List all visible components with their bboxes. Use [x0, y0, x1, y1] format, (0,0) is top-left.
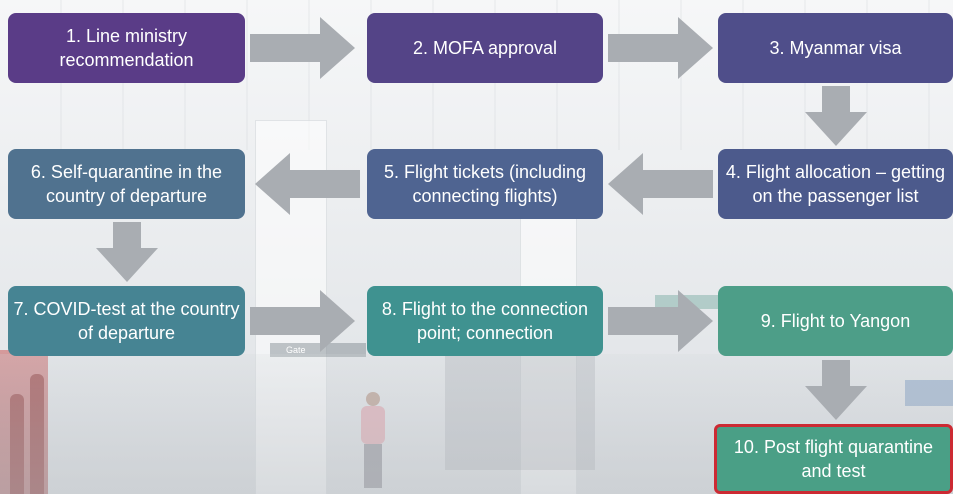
step-5-label: 5. Flight tickets (including connecting …: [383, 162, 587, 206]
arrow-right-8-to-9: [608, 290, 713, 352]
arrow-left-5-to-6: [255, 153, 360, 215]
step-5-box: 5. Flight tickets (including connecting …: [367, 149, 603, 219]
gate-sign: Gate: [270, 343, 366, 357]
traveller-legs: [364, 444, 382, 488]
arrow-left-4-to-5: [608, 153, 713, 215]
step-1-label: 1. Line ministry recommendation: [59, 26, 194, 70]
arrow-right-2-to-3: [608, 17, 713, 79]
step-10-label: 10. Post flight quarantine and test: [733, 437, 934, 481]
traveller-figure: [358, 392, 388, 488]
step-9-box: 9. Flight to Yangon: [718, 286, 953, 356]
step-2-label: 2. MOFA approval: [412, 38, 558, 58]
info-sign: [905, 380, 953, 406]
arrow-down-9-to-10: [805, 360, 867, 420]
arrow-right-1-to-2: [250, 17, 355, 79]
step-4-box: 4. Flight allocation – getting on the pa…: [718, 149, 953, 219]
step-8-label: 8. Flight to the connection point; conne…: [381, 299, 589, 343]
step-6-label: 6. Self-quarantine in the country of dep…: [30, 162, 223, 206]
step-4-label: 4. Flight allocation – getting on the pa…: [725, 162, 946, 206]
step-7-box: 7. COVID-test at the country of departur…: [8, 286, 245, 356]
step-10-box-highlighted: 10. Post flight quarantine and test: [714, 424, 953, 494]
arrow-down-3-to-4: [805, 86, 867, 146]
advert-panel: [0, 350, 48, 494]
advert-bottle: [30, 374, 44, 494]
step-3-box: 3. Myanmar visa: [718, 13, 953, 83]
arrow-down-6-to-7: [96, 222, 158, 282]
step-8-box: 8. Flight to the connection point; conne…: [367, 286, 603, 356]
step-6-box: 6. Self-quarantine in the country of dep…: [8, 149, 245, 219]
step-2-box: 2. MOFA approval: [367, 13, 603, 83]
advert-bottle: [10, 394, 24, 494]
step-7-label: 7. COVID-test at the country of departur…: [13, 299, 240, 343]
step-9-label: 9. Flight to Yangon: [760, 311, 911, 331]
step-1-box: 1. Line ministry recommendation: [8, 13, 245, 83]
step-3-label: 3. Myanmar visa: [769, 38, 902, 58]
arrow-right-7-to-8: [250, 290, 355, 352]
traveller-head: [366, 392, 380, 406]
traveller-torso: [361, 406, 385, 444]
